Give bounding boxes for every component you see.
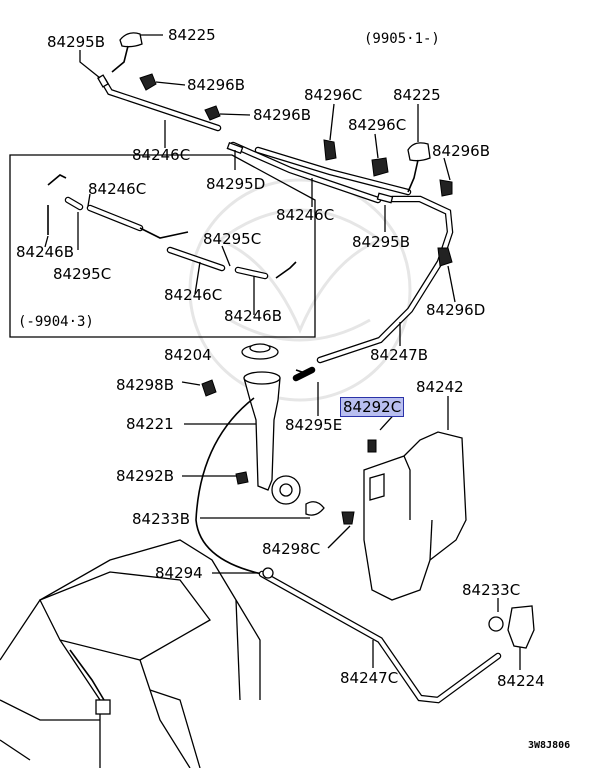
part-label-84204[interactable]: 84204 <box>164 346 212 364</box>
small-parts <box>201 366 377 525</box>
part-label-84296B-right[interactable]: 84296B <box>432 142 491 160</box>
part-label-84295B-mid[interactable]: 84295B <box>352 233 411 251</box>
part-label-84246C-inset-bottom[interactable]: 84246C <box>164 286 223 304</box>
part-label-84221[interactable]: 84221 <box>126 415 174 433</box>
part-label-84292C-highlighted[interactable]: 84292C <box>339 397 405 417</box>
lower-hoses <box>195 397 502 704</box>
part-label-84294[interactable]: 84294 <box>155 564 203 582</box>
part-label-84295B-top[interactable]: 84295B <box>47 33 106 51</box>
part-label-84225-right[interactable]: 84225 <box>393 86 441 104</box>
part-label-84233B[interactable]: 84233B <box>132 510 191 528</box>
pump-84224 <box>488 605 535 649</box>
part-label-84292B[interactable]: 84292B <box>116 467 175 485</box>
part-label-84246B-inset-bottom[interactable]: 84246B <box>224 307 283 325</box>
note-inset: (-9904·3) <box>18 314 94 330</box>
part-label-84233C[interactable]: 84233C <box>462 581 521 599</box>
part-label-84246C-b[interactable]: 84246C <box>276 206 335 224</box>
inset-hoses <box>44 174 297 315</box>
part-label-84295E[interactable]: 84295E <box>285 416 343 434</box>
part-label-84246C-inset[interactable]: 84246C <box>88 180 147 198</box>
part-label-84296C-b[interactable]: 84296C <box>348 116 407 134</box>
part-label-84246C-a[interactable]: 84246C <box>132 146 191 164</box>
upper-hose-assembly <box>97 74 454 364</box>
part-label-84296C-a[interactable]: 84296C <box>304 86 363 104</box>
part-label-84224[interactable]: 84224 <box>497 672 545 690</box>
part-label-84246B-inset-left[interactable]: 84246B <box>16 243 75 261</box>
nozzle-84225-left <box>111 32 143 73</box>
part-label-84298C[interactable]: 84298C <box>262 540 321 558</box>
part-label-84298B[interactable]: 84298B <box>116 376 175 394</box>
part-label-84296B-b[interactable]: 84296B <box>253 106 312 124</box>
part-label-84296D[interactable]: 84296D <box>426 301 486 319</box>
nozzle-84225-right <box>407 142 431 193</box>
part-label-84225-top[interactable]: 84225 <box>168 26 216 44</box>
part-label-84295C-inset[interactable]: 84295C <box>203 230 262 248</box>
part-label-84296B-a[interactable]: 84296B <box>187 76 246 94</box>
part-label-84247C[interactable]: 84247C <box>340 669 399 687</box>
filler-neck-84221 <box>241 343 301 505</box>
leader-lines <box>79 34 521 670</box>
part-label-84295D[interactable]: 84295D <box>206 175 266 193</box>
inset-box <box>9 154 316 338</box>
vehicle-sketch <box>0 539 261 768</box>
part-label-84295C-inset-left[interactable]: 84295C <box>53 265 112 283</box>
note-top: (9905·1-) <box>364 31 440 47</box>
figure-code: 3W8J806 <box>528 740 571 751</box>
clips <box>139 73 453 267</box>
part-label-84242[interactable]: 84242 <box>416 378 464 396</box>
part-label-84247B[interactable]: 84247B <box>370 346 429 364</box>
reservoir-84242 <box>363 431 467 601</box>
